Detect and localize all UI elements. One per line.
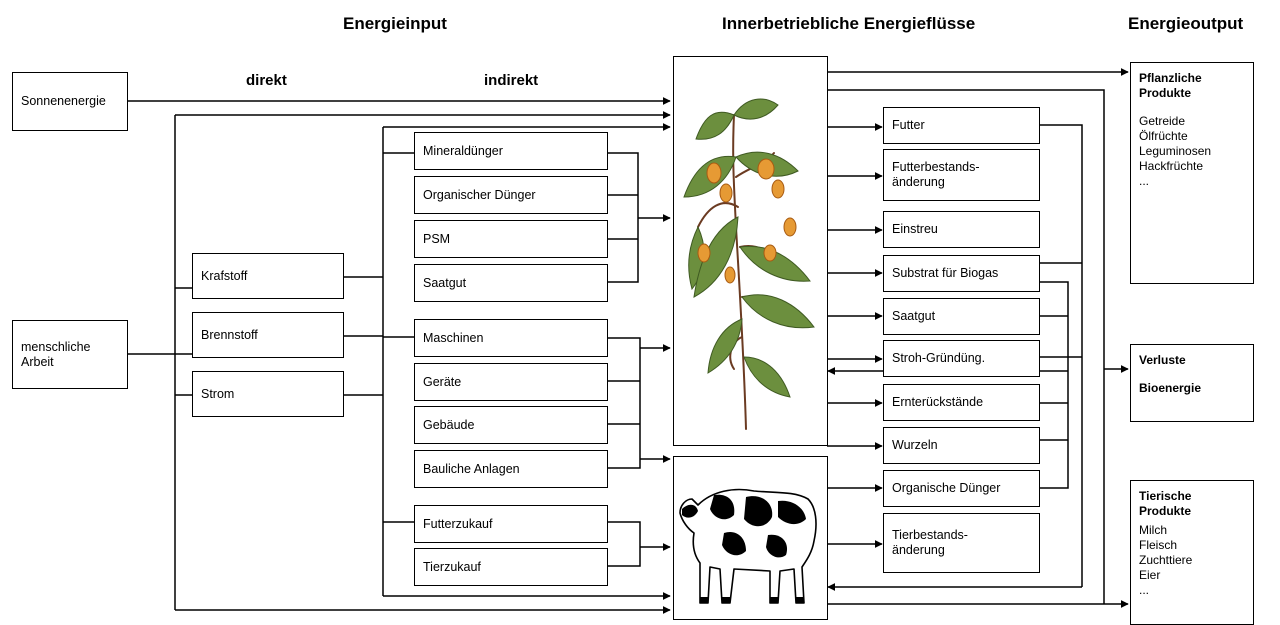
- flow-livestock-change: Tierbestands- änderung: [883, 513, 1040, 573]
- plant-production-box: [673, 56, 828, 446]
- indirect-input-psm: PSM: [414, 220, 608, 258]
- header-internal-flows: Innerbetriebliche Energieflüsse: [722, 14, 976, 33]
- source-sun-energy: Sonnenenergie: [12, 72, 128, 131]
- flow-feed-stock-change: Futterbestands- änderung: [883, 149, 1040, 201]
- label-indirect: indirekt: [484, 72, 539, 89]
- indirect-input-organic-fertilizer: Organischer Dünger: [414, 176, 608, 214]
- indirect-input-machines: Maschinen: [414, 319, 608, 357]
- output-losses: Verluste Bioenergie: [1130, 344, 1254, 422]
- header-energy-input: Energieinput: [343, 14, 447, 33]
- label-direct: direkt: [246, 72, 287, 89]
- source-human-labor: menschliche Arbeit: [12, 320, 128, 389]
- header-energy-output: Energieoutput: [1128, 14, 1244, 33]
- output-plant-products: Pflanzliche Produkte Getreide Ölfrüchte …: [1130, 62, 1254, 284]
- indirect-input-seed: Saatgut: [414, 264, 608, 302]
- direct-input-heating-fuel: Brennstoff: [192, 312, 344, 358]
- indirect-input-equipment: Geräte: [414, 363, 608, 401]
- indirect-input-feed-purchase: Futterzukauf: [414, 505, 608, 543]
- direct-input-electricity: Strom: [192, 371, 344, 417]
- indirect-input-animal-purchase: Tierzukauf: [414, 548, 608, 586]
- plant-illustration: [683, 98, 815, 430]
- flow-organic-fertilizer: Organische Dünger: [883, 470, 1040, 507]
- output-animal-products: Tierische Produkte Milch Fleisch Zuchtti…: [1130, 480, 1254, 625]
- flow-biogas-substrate: Substrat für Biogas: [883, 255, 1040, 292]
- flow-straw-green-manure: Stroh-Gründüng.: [883, 340, 1040, 377]
- direct-input-fuel: Krafstoff: [192, 253, 344, 299]
- flow-roots: Wurzeln: [883, 427, 1040, 464]
- cow-illustration: [679, 488, 817, 604]
- indirect-input-buildings: Gebäude: [414, 406, 608, 444]
- flow-seed: Saatgut: [883, 298, 1040, 335]
- indirect-input-mineral-fertilizer: Mineraldünger: [414, 132, 608, 170]
- flow-feed: Futter: [883, 107, 1040, 144]
- indirect-input-structures: Bauliche Anlagen: [414, 450, 608, 488]
- flow-crop-residues: Ernterückstände: [883, 384, 1040, 421]
- animal-production-box: [673, 456, 828, 620]
- flow-bedding: Einstreu: [883, 211, 1040, 248]
